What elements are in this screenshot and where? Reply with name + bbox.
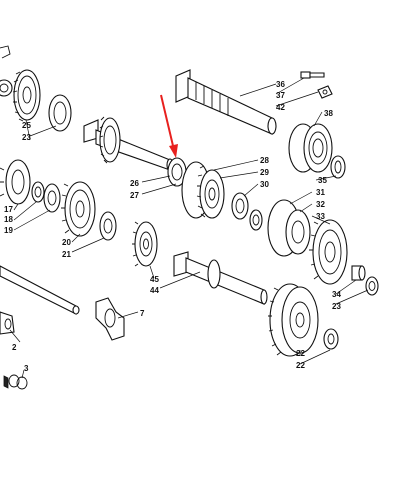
gear-34 xyxy=(309,219,348,285)
callout-37: 36 xyxy=(276,80,285,89)
gear-22 xyxy=(268,283,319,357)
edge-fragment-top-left xyxy=(0,45,13,97)
callout-25: 23 xyxy=(22,133,31,142)
fork-part-2 xyxy=(0,311,15,335)
shift-rod xyxy=(0,265,80,315)
callout-32: 31 xyxy=(316,188,325,197)
washer-18 xyxy=(31,181,45,203)
gear-29-30 xyxy=(181,161,225,219)
callout-34: 33 xyxy=(316,212,325,221)
callout-7: 7 xyxy=(140,309,145,318)
washer-19 xyxy=(43,183,61,213)
callout-23-right: 23 xyxy=(332,302,341,311)
callout-2: 2 xyxy=(12,343,17,352)
callout-20: 20 xyxy=(62,238,71,247)
gear-20 xyxy=(61,181,96,237)
gear-26 xyxy=(12,69,41,122)
bolt-38 xyxy=(300,71,325,79)
callout-labels: 25 23 26 27 28 29 30 31 32 33 34 23 22 2… xyxy=(4,80,341,373)
callout-23-bottom: 22 xyxy=(296,361,305,370)
callout-45: 45 xyxy=(150,275,159,284)
callout-26: 25 xyxy=(22,121,31,130)
callout-22: 22 xyxy=(296,349,305,358)
callout-3: 3 xyxy=(24,364,29,373)
washer-23a xyxy=(323,328,339,350)
callout-31: 30 xyxy=(260,180,269,189)
leader-lines xyxy=(9,77,369,379)
callout-43: 42 xyxy=(276,103,285,112)
callout-21: 21 xyxy=(62,250,71,259)
shift-fork-7 xyxy=(95,297,125,341)
clip-43 xyxy=(317,85,333,99)
clutch-hub-32 xyxy=(267,199,311,257)
callout-27: 26 xyxy=(130,179,139,188)
callout-18: 18 xyxy=(4,215,13,224)
bearing-42 xyxy=(288,123,333,173)
callout-19: 19 xyxy=(4,226,13,235)
shaft-44 xyxy=(173,251,268,305)
input-shaft-with-gear xyxy=(83,116,174,172)
gear-45 xyxy=(132,221,158,267)
callout-35: 34 xyxy=(332,290,341,299)
callout-44: 44 xyxy=(150,286,159,295)
washer-36 xyxy=(330,155,346,179)
clip-rings-3 xyxy=(3,374,28,390)
output-shaft-37 xyxy=(175,69,277,135)
callout-42: 38 xyxy=(324,109,333,118)
callout-29: 28 xyxy=(260,156,269,165)
bushing-35 xyxy=(351,265,366,281)
callout-28: 27 xyxy=(130,191,139,200)
callout-36: 35 xyxy=(318,176,327,185)
red-arrow xyxy=(160,94,178,158)
callout-30: 29 xyxy=(260,168,269,177)
washer-31 xyxy=(231,192,249,220)
washer-25 xyxy=(48,94,72,132)
washer-small-31b xyxy=(249,209,263,231)
washer-21 xyxy=(99,211,117,241)
callout-33: 32 xyxy=(316,200,325,209)
callout-38: 37 xyxy=(276,91,285,100)
callout-17: 17 xyxy=(4,205,13,214)
washer-23b xyxy=(365,276,379,296)
gear-17 xyxy=(0,159,31,205)
